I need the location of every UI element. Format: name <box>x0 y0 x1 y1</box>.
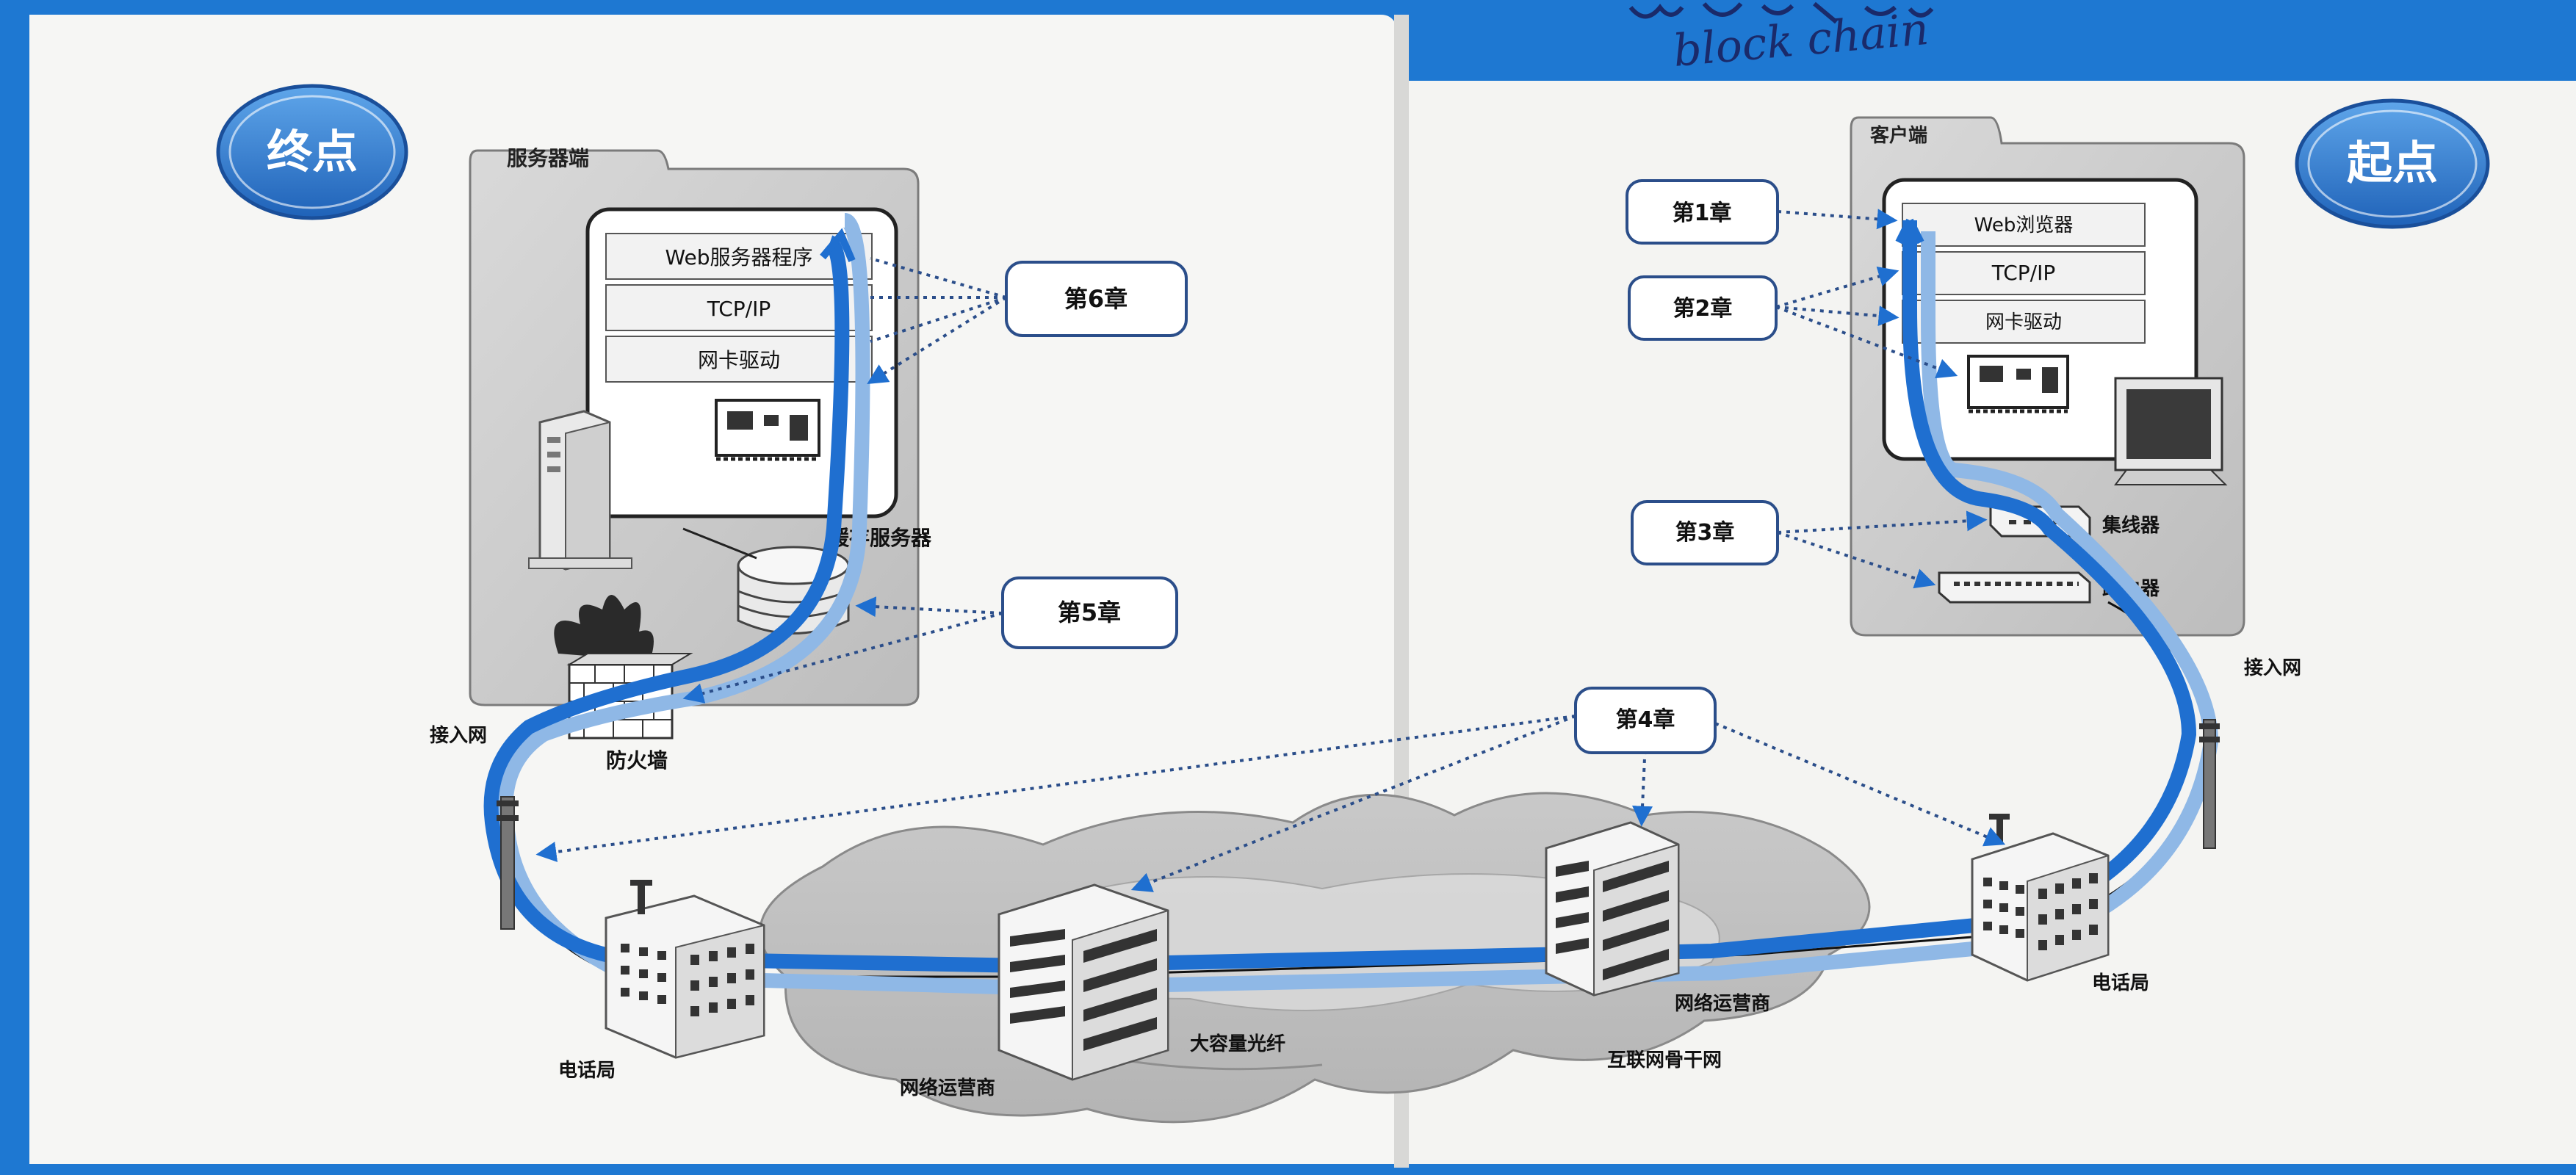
client-side-panel: 客户端 Web浏览器 TCP/IP 网卡驱动 集线器 <box>1850 116 2245 637</box>
chapter-3-label: 第3章 <box>1675 520 1735 546</box>
client-layer-tcpip: TCP/IP <box>1991 261 2055 285</box>
chapter-1-callout: 第1章 <box>1626 179 1898 245</box>
server-access-network-label: 接入网 <box>430 725 487 747</box>
fiber-label: 大容量光纤 <box>1190 1033 1285 1055</box>
chapter-4-label: 第4章 <box>1616 707 1675 733</box>
client-access-network-label: 接入网 <box>2244 657 2301 679</box>
end-badge: 终点 <box>216 84 408 220</box>
server-carrier-label: 网络运营商 <box>900 1077 995 1099</box>
chapter-6-label: 第6章 <box>1064 285 1128 313</box>
network-card-icon <box>1967 355 2069 413</box>
server-side-title: 服务器端 <box>507 146 589 170</box>
client-carrier-label: 网络运营商 <box>1675 992 1770 1015</box>
antenna-tower-icon <box>2199 719 2220 849</box>
network-path <box>483 213 2219 996</box>
server-layer-nic-driver: 网卡驱动 <box>698 348 780 372</box>
chapter-2-label: 第2章 <box>1673 296 1733 322</box>
hub-label: 集线器 <box>2101 514 2160 537</box>
server-tower-icon <box>528 410 632 571</box>
server-phone-office-label: 电话局 <box>558 1060 616 1082</box>
client-phone-office-label: 电话局 <box>2092 972 2149 994</box>
chapter-5-label: 第5章 <box>1058 599 1121 626</box>
antenna-tower-icon <box>497 796 519 930</box>
office-building-icon <box>1545 821 1680 997</box>
start-badge: 起点 <box>2295 98 2490 229</box>
cache-server-label: 缓存服务器 <box>829 526 932 550</box>
monitor-icon <box>2114 377 2228 485</box>
chapter-3-callout: 第3章 <box>1631 500 1988 589</box>
firewall-label: 防火墙 <box>606 748 668 773</box>
server-layer-tcpip: TCP/IP <box>707 297 771 321</box>
router-icon <box>1938 571 2091 604</box>
office-building-icon <box>605 880 765 1059</box>
client-side-title: 客户端 <box>1870 124 1927 147</box>
client-layer-browser: Web浏览器 <box>1974 214 2074 236</box>
chapter-1-label: 第1章 <box>1673 200 1732 226</box>
chapter-6-callout: 第6章 <box>870 257 1188 382</box>
end-label: 终点 <box>267 125 358 178</box>
chapter-4-callout: 第4章 <box>535 687 2006 892</box>
office-building-icon <box>997 883 1169 1081</box>
chapter-5-callout: 第5章 <box>682 576 1178 704</box>
start-label: 起点 <box>2347 136 2438 189</box>
network-card-icon <box>715 399 820 461</box>
backbone-label: 互联网骨干网 <box>1607 1049 1722 1071</box>
client-layer-nic-driver: 网卡驱动 <box>1985 311 2062 333</box>
fire-icon <box>554 595 654 661</box>
chapter-2-callout: 第2章 <box>1628 266 1958 379</box>
server-layer-web: Web服务器程序 <box>665 245 812 270</box>
